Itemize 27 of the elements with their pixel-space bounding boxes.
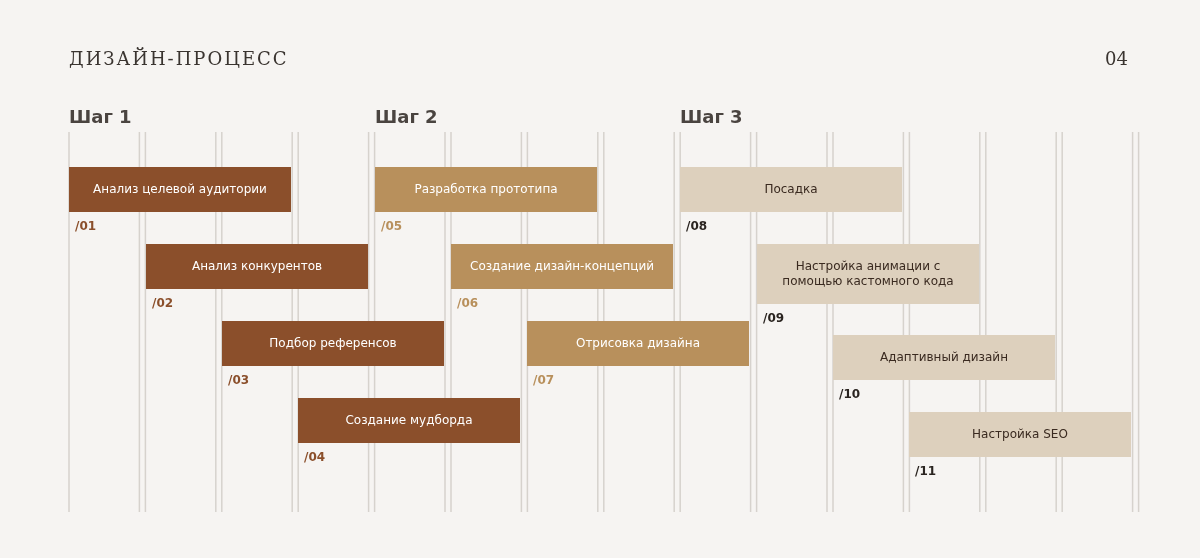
task-number: /03 xyxy=(228,373,250,387)
task-bar: Посадка xyxy=(680,167,902,212)
task-number: /07 xyxy=(533,373,555,387)
task-bar: Разработка прототипа xyxy=(375,167,597,212)
task-bar: Адаптивный дизайн xyxy=(833,335,1055,380)
task-number: /01 xyxy=(75,219,97,233)
task-number: /08 xyxy=(686,219,708,233)
task-number: /05 xyxy=(381,219,403,233)
task-bar: Создание дизайн-концепций xyxy=(451,244,673,289)
task-bar: Подбор референсов xyxy=(222,321,444,366)
task-number: /06 xyxy=(457,296,479,310)
task-bar: Отрисовка дизайна xyxy=(527,321,749,366)
step-heading: Шаг 3 xyxy=(680,106,743,127)
task-bar: Анализ конкурентов xyxy=(146,244,368,289)
task-number: /04 xyxy=(304,450,326,464)
page-number: 04 xyxy=(1105,48,1128,69)
task-bar: Анализ целевой аудитории xyxy=(69,167,291,212)
task-number: /02 xyxy=(152,296,174,310)
page-title: ДИЗАЙН-ПРОЦЕСС xyxy=(69,48,289,69)
task-bar: Создание мудборда xyxy=(298,398,520,443)
step-heading: Шаг 2 xyxy=(375,106,438,127)
task-bar: Настройка анимации с помощью кастомного кода xyxy=(757,244,979,304)
task-number: /09 xyxy=(763,311,785,325)
step-heading: Шаг 1 xyxy=(69,106,132,127)
task-number: /10 xyxy=(839,387,861,401)
task-bar: Настройка SEO xyxy=(909,412,1131,457)
task-number: /11 xyxy=(915,464,937,478)
